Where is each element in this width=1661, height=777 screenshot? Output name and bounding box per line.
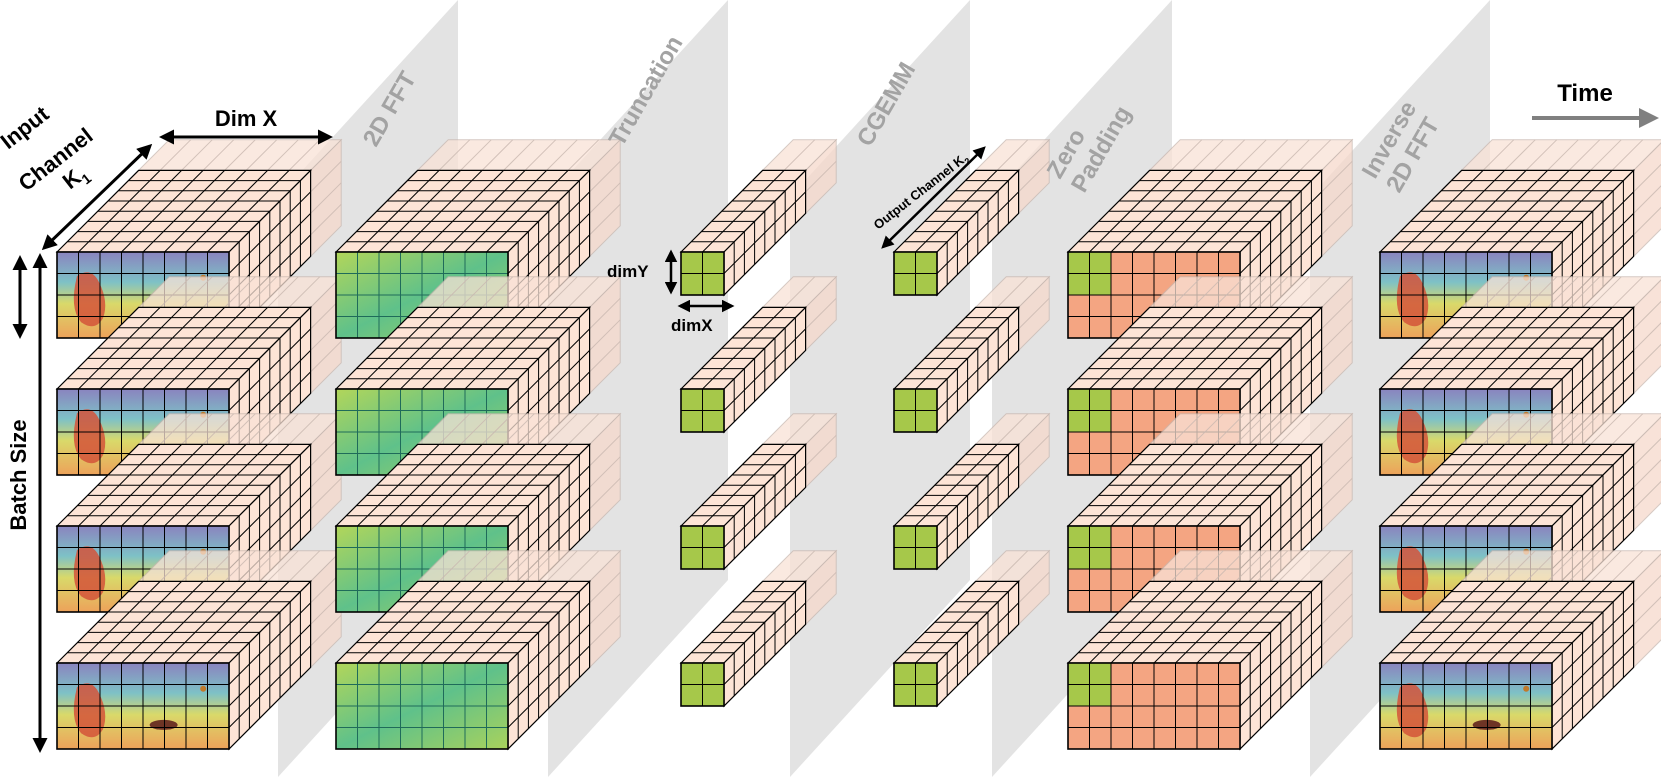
dim-x-label: Dim X (215, 106, 278, 131)
block-front-face (1067, 662, 1241, 750)
block-front-face (335, 662, 509, 750)
block-zero-padded-4 (1066, 549, 1354, 751)
input-channel-label-line1: Input (0, 101, 54, 154)
block-stack-truncated (679, 138, 838, 708)
block-ghost-top (1460, 276, 1661, 308)
block-front-face (893, 662, 938, 707)
time-label: Time (1557, 80, 1613, 107)
block-front-face (680, 662, 725, 707)
block-front-face (893, 251, 938, 296)
block-cgemm-output-3 (892, 412, 1051, 571)
block-stack-fft-output (334, 138, 622, 751)
block-front-face (680, 388, 725, 433)
block-cgemm-output-2 (892, 275, 1051, 434)
block-front-face (893, 388, 938, 433)
block-truncated-2 (679, 275, 838, 434)
block-truncated-4 (679, 549, 838, 708)
block-fft-output-4 (334, 549, 622, 751)
block-stack-input (55, 138, 343, 751)
block-cgemm-output-4 (892, 549, 1051, 708)
dimY-label: dimY (607, 262, 649, 281)
tensor-blocks (55, 138, 1661, 751)
output-channel-arrow (881, 146, 986, 249)
block-front-face (56, 662, 230, 750)
block-ghost-top (1460, 550, 1661, 582)
block-output-4 (1378, 550, 1661, 751)
block-front-face (1379, 662, 1553, 750)
time-annotation: Time (1532, 80, 1659, 128)
block-output-3 (1378, 413, 1661, 614)
dim-annotations-small: dimY dimX (607, 249, 735, 335)
input-channel-arrow (41, 143, 153, 251)
block-front-face (680, 251, 725, 296)
batch-size-label: Batch Size (6, 419, 31, 530)
dimX-label: dimX (671, 316, 713, 335)
block-truncated-1 (679, 138, 838, 297)
block-ghost-top (1460, 413, 1661, 445)
block-input-4 (55, 549, 343, 751)
batch-size-annotation: Batch Size (6, 253, 48, 753)
block-front-face (893, 525, 938, 570)
block-stack-output (1378, 139, 1661, 751)
block-front-face (680, 525, 725, 570)
dim-x-annotation: Dim X (159, 106, 333, 145)
block-stack-zero-padded (1066, 138, 1354, 751)
block-output-2 (1378, 276, 1661, 477)
block-truncated-3 (679, 412, 838, 571)
block-ghost-top (1460, 139, 1661, 171)
